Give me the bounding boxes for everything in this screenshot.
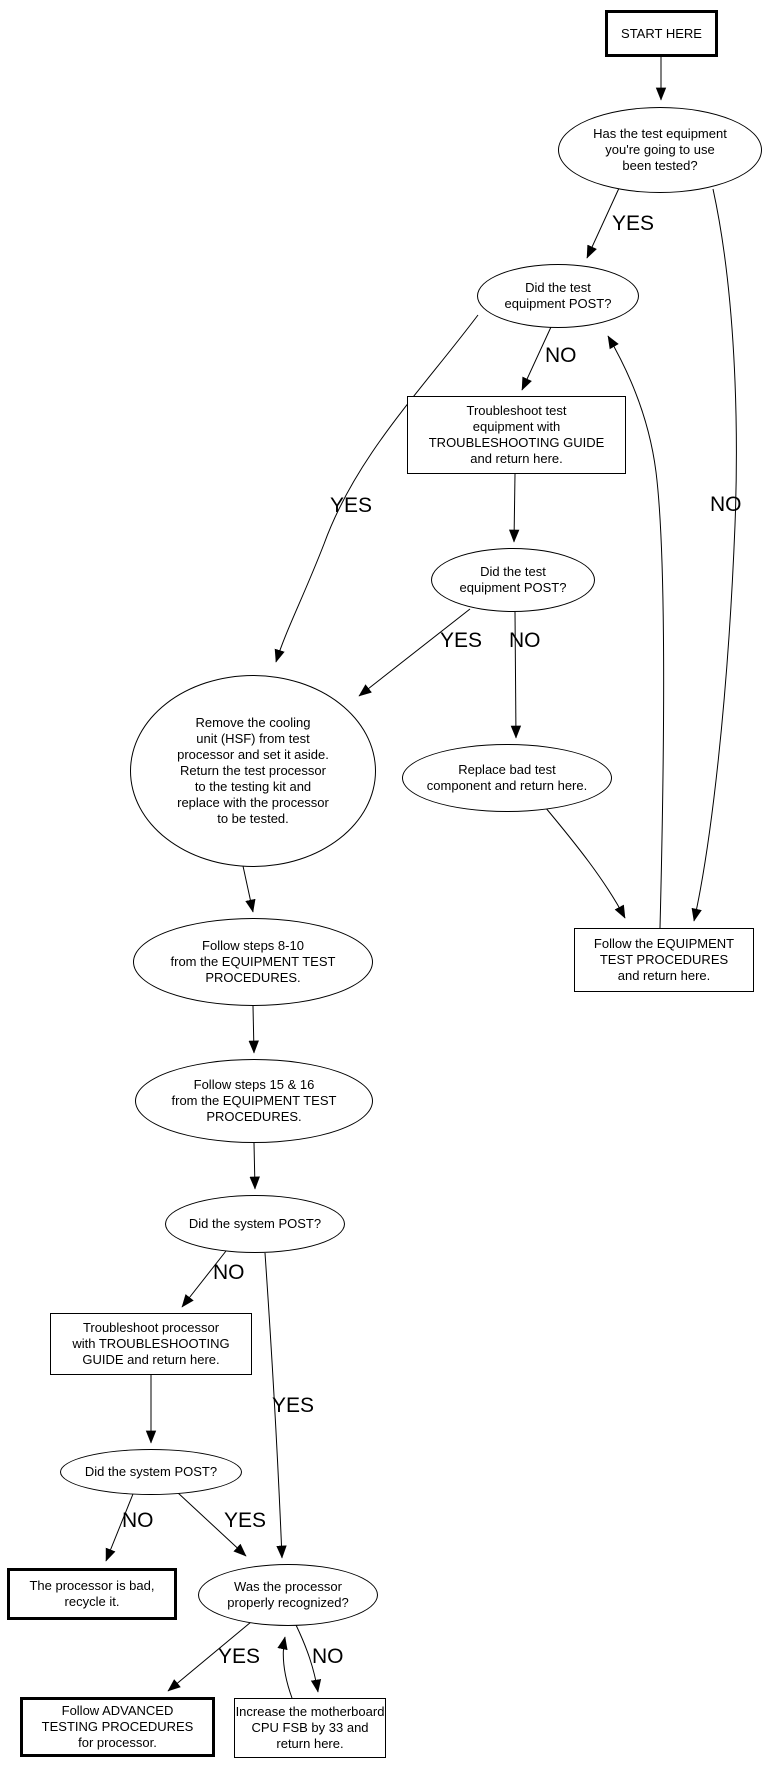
edge-steps1516-to-syspost1 xyxy=(249,1142,260,1190)
node-did-system-post-1: Did the system POST? xyxy=(165,1195,345,1253)
node-increase-fsb: Increase the motherboard CPU FSB by 33 a… xyxy=(234,1698,386,1758)
edge-label-syspost2-no: NO xyxy=(122,1509,154,1532)
edge-fsb-return xyxy=(277,1636,293,1699)
edge-syspost2-no xyxy=(105,1493,134,1562)
node-did-equipment-post-1: Did the test equipment POST? xyxy=(477,264,639,328)
edge-label-syspost2-yes: YES xyxy=(224,1509,267,1532)
edge-tested-yes xyxy=(586,185,621,259)
edge-label-recognized-yes: YES xyxy=(218,1645,261,1668)
node-start: START HERE xyxy=(605,10,718,57)
edge-replace-to-equipment xyxy=(544,806,626,919)
edge-label-tested-no: NO xyxy=(710,493,742,516)
edge-troubleshoot-to-post2 xyxy=(508,473,520,543)
edge-steps810-to-steps1516 xyxy=(248,1005,259,1054)
edge-equipment-return xyxy=(607,335,665,929)
node-has-equipment-been-tested: Has the test equipment you're going to u… xyxy=(558,107,762,193)
edge-post2-yes xyxy=(358,608,471,697)
node-equipment-test-procedures: Follow the EQUIPMENT TEST PROCEDURES and… xyxy=(574,928,754,992)
node-troubleshoot-processor: Troubleshoot processor with TROUBLESHOOT… xyxy=(50,1313,252,1375)
edge-recognized-yes xyxy=(167,1621,252,1692)
edge-label-tested-yes: YES xyxy=(612,212,655,235)
edge-post1-yes xyxy=(274,314,479,663)
edge-label-syspost1-no: NO xyxy=(213,1261,245,1284)
node-properly-recognized: Was the processor properly recognized? xyxy=(198,1564,378,1626)
node-did-equipment-post-2: Did the test equipment POST? xyxy=(431,548,595,612)
edge-recognized-no xyxy=(295,1624,322,1693)
edge-label-post2-yes: YES xyxy=(440,629,483,652)
node-remove-cooling-unit: Remove the cooling unit (HSF) from test … xyxy=(130,675,376,867)
node-replace-bad-component: Replace bad test component and return he… xyxy=(402,744,612,812)
edge-syspost2-yes xyxy=(176,1491,247,1557)
edge-label-post1-no: NO xyxy=(545,344,577,367)
edge-label-syspost1-yes: YES xyxy=(272,1394,315,1417)
edge-tested-no xyxy=(691,188,737,922)
node-follow-steps-8-10: Follow steps 8-10 from the EQUIPMENT TES… xyxy=(133,918,373,1006)
edge-syspost1-no xyxy=(181,1250,227,1308)
edge-remove-to-steps810 xyxy=(242,865,256,913)
edge-label-post1-yes: YES xyxy=(330,494,373,517)
node-advanced-testing: Follow ADVANCED TESTING PROCEDURES for p… xyxy=(20,1697,215,1757)
edge-post1-no xyxy=(521,326,552,391)
edge-syspost1-yes xyxy=(264,1252,287,1559)
node-processor-bad: The processor is bad, recycle it. xyxy=(7,1568,177,1620)
edge-label-post2-no: NO xyxy=(509,629,541,652)
edge-label-recognized-no: NO xyxy=(312,1645,344,1668)
node-follow-steps-15-16: Follow steps 15 & 16 from the EQUIPMENT … xyxy=(135,1059,373,1143)
edge-post2-no xyxy=(510,611,522,739)
node-did-system-post-2: Did the system POST? xyxy=(60,1449,242,1495)
node-troubleshoot-equipment: Troubleshoot test equipment with TROUBLE… xyxy=(407,396,626,474)
